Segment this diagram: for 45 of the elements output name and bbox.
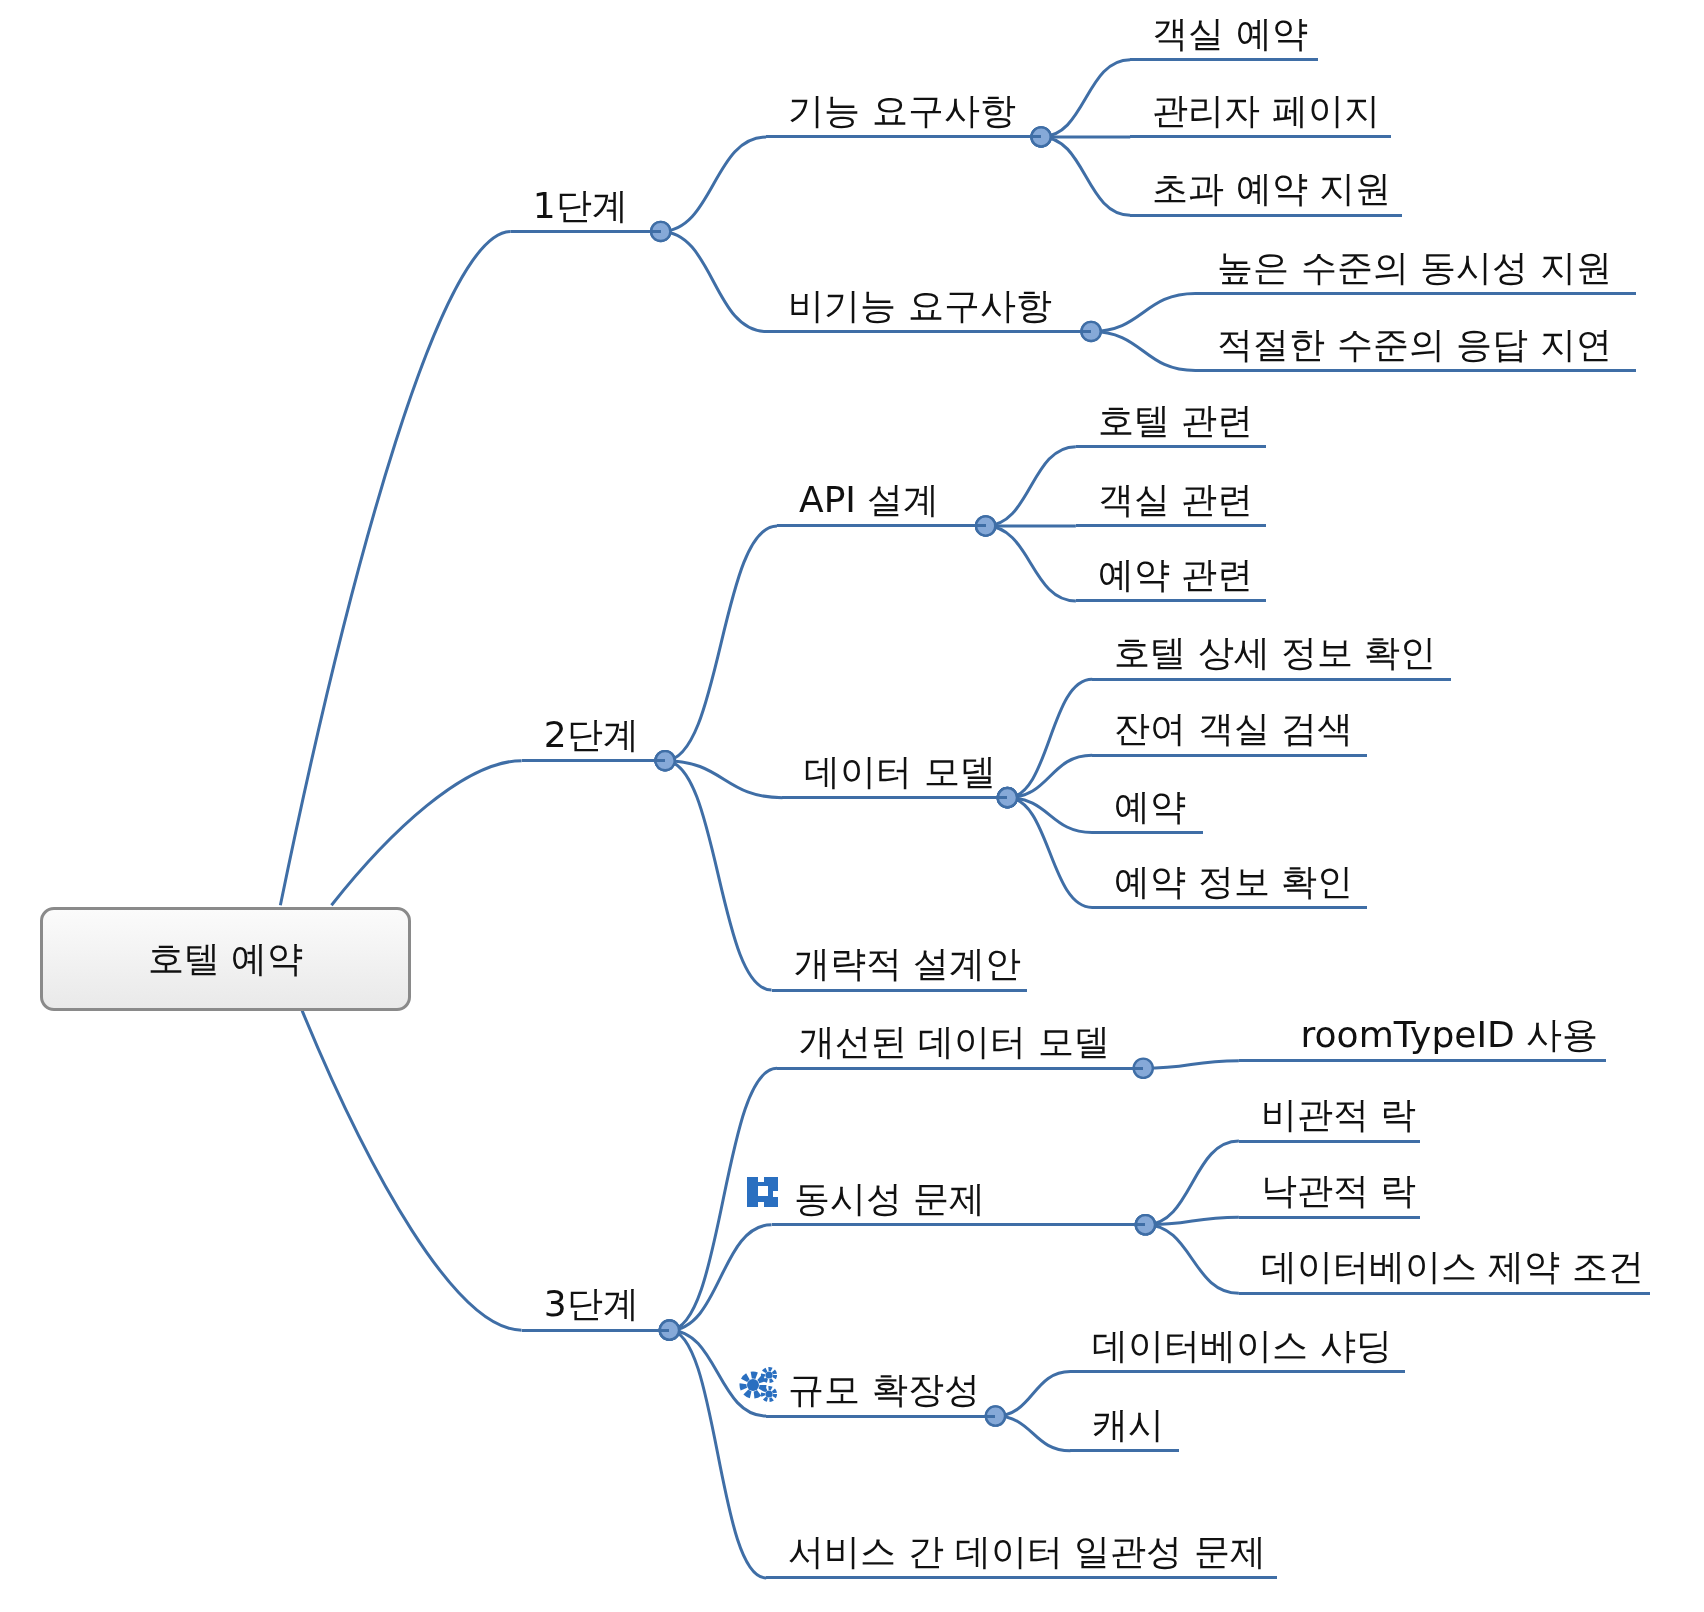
topic-label: 개선된 데이터 모델 (799, 1021, 1110, 1063)
topic-label: 2단계 (543, 713, 639, 756)
topic-label: 예약 관련 (1097, 554, 1254, 596)
connector-line (1030, 126, 1131, 217)
topic-label: 호텔 상세 정보 확인 (1114, 632, 1437, 674)
topic-label: 높은 수준의 동시성 지원 (1217, 246, 1612, 288)
topic-label: 관리자 페이지 (1152, 90, 1380, 132)
topic-label: 3단계 (543, 1283, 639, 1325)
connector-line (996, 786, 1093, 909)
connector-line (278, 230, 512, 906)
connector-line (1080, 320, 1196, 373)
topic-label: API 설계 (799, 479, 940, 521)
topic-label: 낙관적 락 (1260, 1170, 1417, 1212)
connector-line (1132, 1057, 1239, 1080)
connector-line (658, 1319, 767, 1580)
topic-label: 비기능 요구사항 (788, 284, 1052, 326)
topic-label: 규모 확장성 (788, 1369, 980, 1411)
connector-line (300, 1010, 522, 1332)
topic-label: 초과 예약 지원 (1152, 168, 1392, 210)
root-topic-box (40, 907, 411, 1011)
connector-line (974, 515, 1077, 603)
topic-label: 서비스 간 데이터 일관성 문제 (788, 1531, 1266, 1573)
topic-label: 캐시 (1092, 1403, 1165, 1446)
topic-label: 비관적 락 (1260, 1094, 1417, 1136)
topic-label: 동시성 문제 (793, 1177, 986, 1220)
topic-label: 잔여 객실 검색 (1114, 708, 1354, 750)
topic-label: 데이터베이스 샤딩 (1092, 1324, 1392, 1366)
topic-label: 예약 정보 확인 (1114, 860, 1354, 902)
topic-label: 개략적 설계안 (793, 943, 1022, 985)
topic-label: 데이터 모델 (804, 750, 996, 793)
topic-label: 데이터베이스 제약 조건 (1260, 1246, 1644, 1288)
connector-line (984, 1405, 1071, 1453)
topic-label: 기능 요구사항 (788, 90, 1016, 132)
topic-label: 예약 (1114, 785, 1187, 827)
connector-line (654, 749, 773, 992)
topic-label: 호텔 관련 (1097, 399, 1254, 442)
topic-label: 적절한 수준의 응답 지연 (1217, 323, 1612, 366)
topic-label: 1단계 (532, 184, 628, 226)
topic-label: roomTypeID 사용 (1300, 1013, 1599, 1056)
connector-line (649, 220, 767, 333)
topic-label: 호텔 예약 (147, 936, 304, 981)
connector-line (330, 759, 522, 907)
topic-label: 객실 관련 (1097, 479, 1254, 521)
connector-line (1134, 1213, 1240, 1295)
topic-label: 객실 예약 (1152, 12, 1308, 55)
